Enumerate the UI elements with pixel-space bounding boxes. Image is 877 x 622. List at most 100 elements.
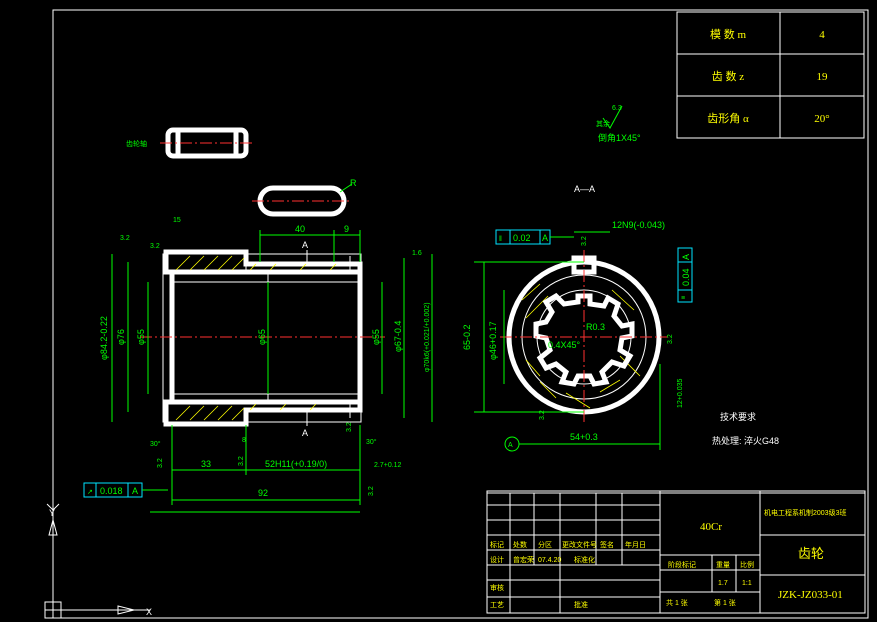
row-design-date: 07.4.20 — [538, 557, 561, 564]
keyway-slot-view: R — [252, 178, 357, 217]
row-design-name: 曾宏荣 — [513, 555, 534, 564]
tech-req-text: 热处理: 淬火G48 — [712, 435, 779, 446]
company: 机电工程系机制2003级3班 — [764, 508, 846, 517]
tech-requirements: 技术要求 热处理: 淬火G48 — [712, 411, 779, 446]
sym-tol-value: 0.04 — [681, 268, 691, 286]
small-shaft-view: 齿轮轴 — [126, 127, 254, 159]
dim-15deg: 15 — [173, 217, 181, 224]
section-rough-3: 3.2 — [539, 410, 546, 420]
runout-tolerance-frame: ↗ 0.018 A — [83, 482, 168, 498]
dim-phi65: φ65 — [257, 329, 267, 345]
dim-30deg-right: 30° — [366, 438, 377, 446]
dim-8: 8 — [242, 437, 246, 444]
scale-value: 1:1 — [742, 580, 752, 587]
section-dimensions: ‖ 0.02 A 12N9(-0.043) 0.04 A ≡ 65-0.2 φ4… — [462, 220, 693, 452]
dim-40: 40 — [295, 224, 305, 234]
dim-30deg-left: 30° — [150, 440, 161, 448]
flat-tol-datum: A — [542, 233, 548, 243]
spec-value-angle: 20° — [814, 113, 829, 125]
dim-rough-3: 3.2 — [157, 458, 164, 468]
front-dimensions: 40 9 15 3.2 3.2 1.6 φ84.2-0.22 φ76 φ55 φ… — [99, 217, 433, 513]
dim-phi84: φ84.2-0.22 — [99, 316, 109, 360]
dim-rough-4: 3.2 — [238, 456, 245, 466]
dim-52H11: 52H11(+0.19/0) — [265, 459, 327, 469]
chamfer-text: 倒角1X45° — [598, 132, 641, 143]
spec-value-teeth: 19 — [817, 71, 829, 83]
chamfer-roughness: 6.3 — [612, 105, 622, 112]
row-approve: 批准 — [574, 600, 588, 609]
dim-rough-5: 3.2 — [346, 422, 353, 432]
ucs-icon: X Y — [44, 503, 152, 619]
dim-rough-6: 3.2 — [368, 486, 375, 496]
dim-chamfer-0-4: 0.4X45° — [548, 340, 581, 350]
sheet-number: 第 1 张 — [714, 598, 736, 607]
dim-phi55a: φ55 — [136, 329, 146, 345]
drawing-border — [52, 9, 869, 619]
rev-header-count: 处数 — [513, 540, 527, 549]
front-section-view: A A — [140, 240, 385, 438]
row-design-label: 设计 — [490, 555, 504, 564]
flat-tol-value: 0.02 — [513, 233, 531, 243]
dim-phi67: φ67-0.4 — [393, 321, 403, 352]
stage-label: 阶段标记 — [668, 560, 696, 569]
dim-rough-16: 1.6 — [412, 250, 422, 257]
row-process: 工艺 — [490, 601, 504, 609]
datum-a-label: A — [508, 442, 513, 449]
part-name: 齿轮 — [798, 546, 824, 561]
rev-header-date: 年月日 — [625, 540, 646, 549]
scale-label: 比例 — [740, 560, 754, 569]
svg-text:≡: ≡ — [681, 295, 685, 302]
dim-phi55b: φ55 — [371, 329, 381, 345]
dim-r03: R0.3 — [586, 322, 605, 332]
material: 40Cr — [700, 521, 722, 533]
rev-header-doc: 更改文件号 — [562, 540, 597, 549]
dim-9: 9 — [344, 224, 349, 234]
rev-header-mark: 标记 — [490, 540, 504, 549]
small-view-label: 齿轮轴 — [126, 139, 147, 148]
drawing-number: JZK-JZ033-01 — [778, 589, 843, 601]
section-mark-top: A — [302, 240, 308, 250]
spec-value-module: 4 — [819, 29, 825, 41]
tech-req-title: 技术要求 — [720, 411, 756, 422]
sym-tol-datum: A — [681, 254, 691, 260]
section-rough-2: 3.2 — [667, 334, 674, 344]
row-standard: 标准化 — [574, 555, 595, 564]
dim-phi46: φ46+0.17 — [488, 321, 498, 360]
slot-radius-label: R — [350, 178, 357, 188]
weight-value: 1.7 — [718, 580, 728, 587]
title-block: 标记 处数 分区 更改文件号 签名 年月日 设计 曾宏荣 07.4.20 标准化… — [486, 490, 866, 614]
section-mark-bottom: A — [302, 428, 308, 438]
section-rough-1: 3.2 — [581, 236, 588, 246]
dim-rough-2: 3.2 — [150, 243, 160, 250]
dim-12: 12+0.035 — [677, 379, 684, 408]
sheets-total: 共 1 张 — [666, 598, 688, 607]
dim-92: 92 — [258, 488, 268, 498]
rev-header-sign: 签名 — [600, 540, 614, 549]
ucs-x-label: X — [146, 607, 152, 617]
chamfer-note: 6.3 其余 倒角1X45° — [596, 105, 641, 143]
dim-rough-1: 3.2 — [120, 235, 130, 242]
dim-65: 65-0.2 — [462, 324, 472, 350]
spec-label-angle: 齿形角 α — [707, 112, 749, 125]
ucs-y-label: Y — [49, 508, 55, 518]
dim-54: 54+0.3 — [570, 432, 598, 442]
gear-spec-table: 模 数 m 4 齿 数 z 19 齿形角 α 20° — [676, 11, 865, 139]
spec-label-module: 模 数 m — [710, 28, 746, 41]
dim-12N9: 12N9(-0.043) — [612, 220, 665, 230]
svg-text:‖: ‖ — [499, 236, 502, 243]
spec-label-teeth: 齿 数 z — [712, 70, 744, 83]
rev-header-zone: 分区 — [538, 540, 552, 549]
dim-phi70: φ70k6(+0.021/+0.002) — [424, 302, 431, 372]
dim-2-7: 2.7+0.12 — [374, 462, 402, 469]
weight-label: 重量 — [716, 561, 730, 569]
dim-33: 33 — [201, 459, 211, 469]
runout-datum: A — [132, 486, 138, 496]
row-check: 审核 — [490, 583, 504, 592]
runout-symbol: ↗ — [87, 489, 93, 496]
dim-phi76: φ76 — [116, 329, 126, 345]
chamfer-prefix: 其余 — [596, 119, 610, 128]
section-title: A—A — [574, 184, 595, 194]
runout-value: 0.018 — [100, 486, 123, 496]
